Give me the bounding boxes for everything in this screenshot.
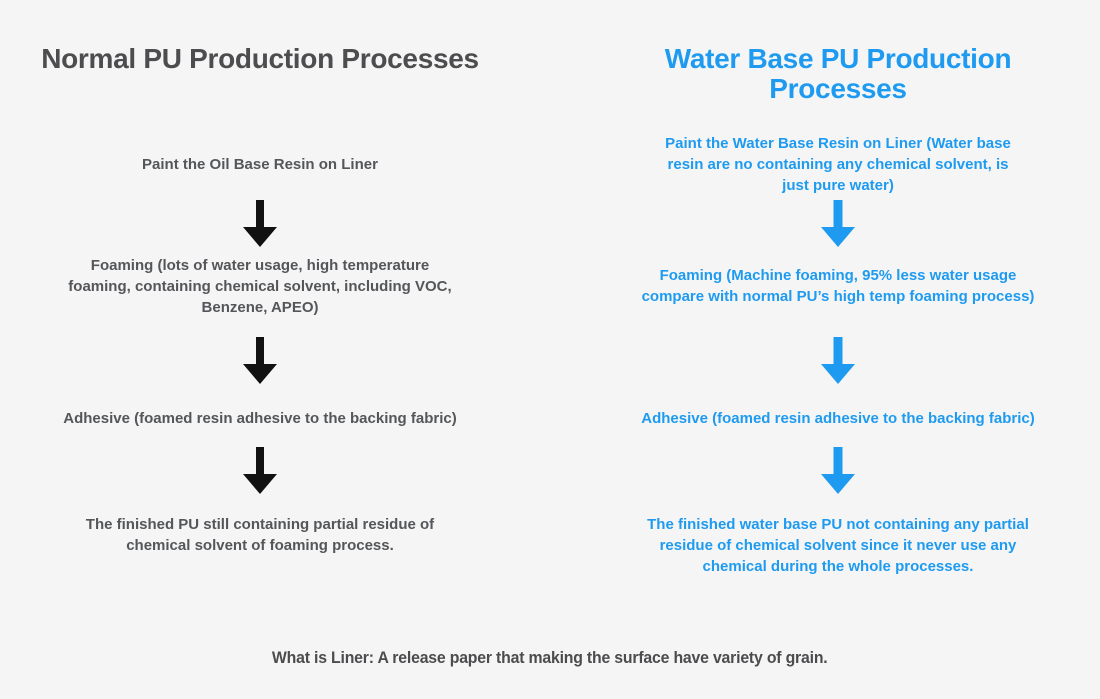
waterbase-step-paint-text: Paint the Water Base Resin on Liner (Wat… — [665, 134, 1011, 194]
waterbase-arrow-row-1 — [598, 198, 1078, 248]
liner-definition-note: What is Liner: A release paper that maki… — [0, 648, 1100, 668]
normal-title-row: Normal PU Production Processes — [30, 30, 490, 130]
down-arrow-icon — [243, 199, 277, 247]
waterbase-step-finished-text: The finished water base PU not containin… — [647, 516, 1029, 575]
waterbase-step-foaming: Foaming (Machine foaming, 95% less water… — [598, 248, 1078, 324]
down-arrow-icon — [821, 336, 855, 384]
waterbase-step-adhesive: Adhesive (foamed resin adhesive to the b… — [598, 396, 1078, 440]
waterbase-pu-column: Water Base PU Production Processes Paint… — [598, 30, 1078, 610]
normal-column-title: Normal PU Production Processes — [41, 43, 479, 74]
waterbase-step-paint: Paint the Water Base Resin on Liner (Wat… — [598, 130, 1078, 198]
normal-step-foaming-text: Foaming (lots of water usage, high tempe… — [68, 256, 452, 316]
normal-pu-column: Normal PU Production Processes Paint the… — [30, 30, 490, 610]
normal-step-paint: Paint the Oil Base Resin on Liner — [30, 130, 490, 198]
down-arrow-icon — [243, 336, 277, 384]
normal-step-adhesive: Adhesive (foamed resin adhesive to the b… — [30, 396, 490, 440]
waterbase-arrow-row-3 — [598, 440, 1078, 500]
waterbase-arrow-row-2 — [598, 324, 1078, 396]
normal-step-adhesive-text: Adhesive (foamed resin adhesive to the b… — [63, 409, 457, 427]
normal-arrow-row-3 — [30, 440, 490, 500]
waterbase-step-foaming-text: Foaming (Machine foaming, 95% less water… — [641, 267, 1035, 305]
normal-step-foaming: Foaming (lots of water usage, high tempe… — [30, 248, 490, 324]
liner-definition-text: What is Liner: A release paper that maki… — [272, 648, 828, 667]
down-arrow-icon — [243, 446, 277, 494]
normal-arrow-row-1 — [30, 198, 490, 248]
waterbase-title-row: Water Base PU Production Processes — [598, 30, 1078, 130]
down-arrow-icon — [821, 199, 855, 247]
normal-step-paint-text: Paint the Oil Base Resin on Liner — [142, 155, 378, 173]
waterbase-column-title: Water Base PU Production Processes — [664, 43, 1012, 104]
normal-arrow-row-2 — [30, 324, 490, 396]
waterbase-step-adhesive-text: Adhesive (foamed resin adhesive to the b… — [641, 409, 1035, 427]
normal-step-finished-text: The finished PU still containing partial… — [85, 516, 435, 554]
waterbase-step-finished: The finished water base PU not containin… — [598, 500, 1078, 610]
normal-step-finished: The finished PU still containing partial… — [30, 500, 490, 610]
down-arrow-icon — [821, 446, 855, 494]
